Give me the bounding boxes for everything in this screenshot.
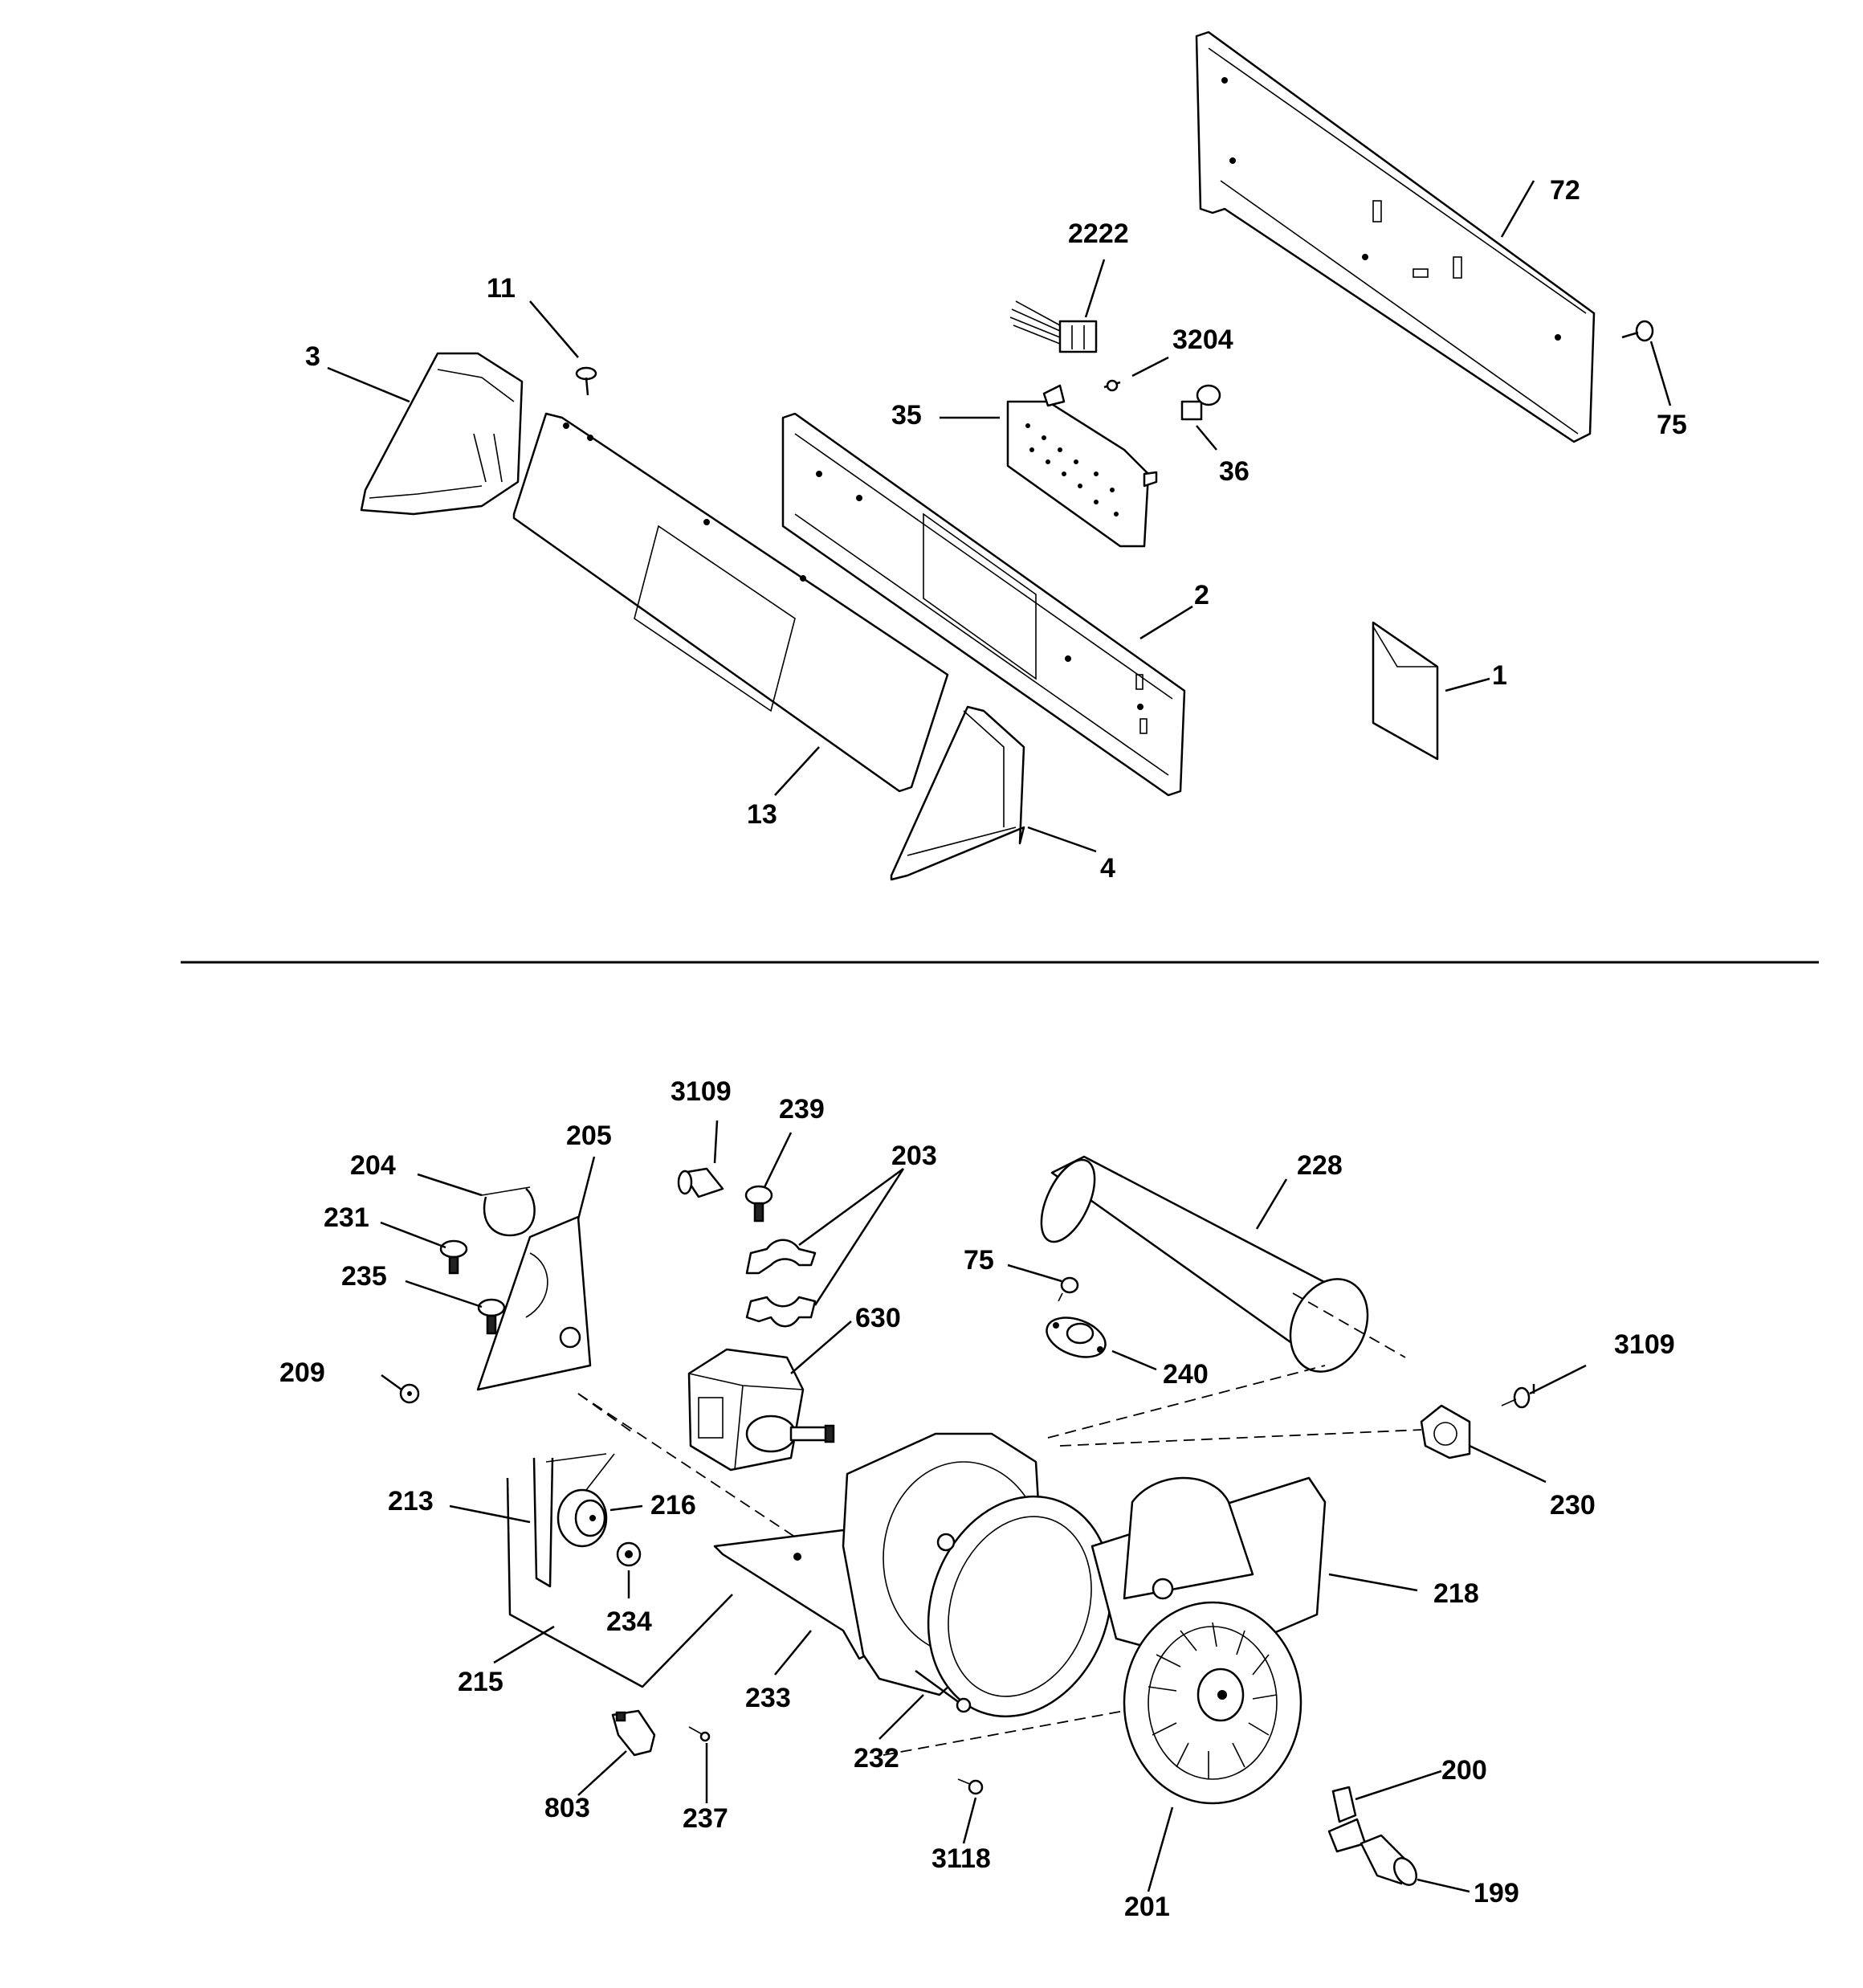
callout-239: 237 [683, 1803, 728, 1834]
callout-200: 200 [1441, 1755, 1487, 1786]
callout-3204: 3204 [1172, 325, 1233, 355]
callout-35: 35 [891, 400, 922, 431]
callout-3: 3 [305, 341, 320, 372]
callout-3118: 3118 [932, 1843, 991, 1874]
part-75-screw-bottom [1058, 1276, 1079, 1302]
part-235-screw [477, 1298, 506, 1335]
callout-3109-left: 3109 [671, 1076, 732, 1107]
callout-199: 199 [1474, 1878, 1519, 1908]
part-234-nut [616, 1541, 642, 1567]
part-232-pin [915, 1669, 972, 1713]
part-11-screw [575, 366, 597, 396]
part-803-switch [611, 1709, 656, 1757]
part-3118-screw [957, 1778, 984, 1795]
callout-233: 233 [745, 1683, 791, 1713]
callout-205: 205 [566, 1121, 612, 1151]
callout-2: 2 [1194, 580, 1209, 610]
callout-630: 630 [855, 1303, 901, 1333]
callout-215: 215 [458, 1667, 503, 1697]
part-204-clamp [481, 1186, 536, 1237]
callout-2222: 2222 [1068, 218, 1129, 249]
part-2222-wire-harness [1009, 300, 1098, 353]
callout-218: 218 [1433, 1578, 1479, 1609]
callout-75-bottom: 75 [964, 1245, 994, 1276]
part-201-blower-wheel [1123, 1601, 1302, 1805]
callout-36: 36 [1219, 456, 1249, 487]
callout-204: 204 [350, 1150, 396, 1181]
part-75-screw-top [1621, 320, 1654, 342]
callout-209: 209 [279, 1357, 325, 1388]
callout-232: 232 [854, 1743, 899, 1774]
part-35-control-board [1006, 384, 1158, 548]
callout-213: 213 [388, 1486, 434, 1517]
part-630-motor [687, 1348, 835, 1472]
bottom-section: 204 205 231 235 209 3109 239 203 228 75 … [279, 1076, 1675, 1922]
part-213-bracket [532, 1453, 607, 1588]
callout-72: 72 [1550, 175, 1580, 206]
callout-231: 231 [324, 1202, 369, 1233]
callout-1: 1 [1492, 660, 1507, 691]
part-72-rear-panel [1195, 31, 1596, 443]
callout-4: 4 [1100, 853, 1115, 884]
part-203-clips [745, 1239, 817, 1328]
callout-75-top: 75 [1657, 410, 1687, 440]
part-228-duct [1040, 1155, 1406, 1373]
part-240-thermostat [1046, 1316, 1107, 1358]
callout-13: 13 [747, 799, 777, 830]
part-3204-screw [1103, 379, 1121, 392]
callout-203: 203 [891, 1141, 937, 1171]
part-4-end-cap-right [890, 705, 1025, 881]
part-237-screw [744, 1185, 773, 1223]
callout-216: 216 [650, 1490, 696, 1521]
part-3-end-cap-left [360, 352, 524, 516]
callout-235: 235 [341, 1261, 387, 1292]
part-1-literature-envelope [1372, 621, 1439, 761]
part-209-nut [399, 1383, 420, 1404]
part-3109-bolt-right [1501, 1386, 1531, 1409]
part-13-control-panel-front [512, 412, 949, 793]
part-3109-bolt-left [677, 1167, 724, 1198]
callout-11: 11 [487, 273, 516, 304]
part-239-screw [688, 1726, 711, 1742]
part-231-screw [439, 1239, 468, 1275]
callout-228: 228 [1297, 1150, 1343, 1181]
top-section: 3 11 2222 3204 35 36 72 75 2 1 13 4 [305, 31, 1687, 884]
part-2-control-panel-frame [781, 412, 1186, 797]
callout-201: 201 [1124, 1892, 1170, 1922]
part-230-sensor [1059, 1404, 1471, 1459]
part-216-pulley [556, 1453, 615, 1548]
part-36-clip [1180, 384, 1221, 421]
callout-240: 240 [1163, 1359, 1209, 1390]
callout-3109-right: 3109 [1614, 1329, 1675, 1360]
callout-803: 803 [544, 1793, 590, 1823]
callout-230: 230 [1550, 1490, 1596, 1521]
part-199-foot [1360, 1834, 1417, 1886]
callout-237: 239 [779, 1094, 825, 1125]
part-218-blower-housing [842, 1432, 1327, 1718]
callout-234: 234 [606, 1606, 652, 1637]
